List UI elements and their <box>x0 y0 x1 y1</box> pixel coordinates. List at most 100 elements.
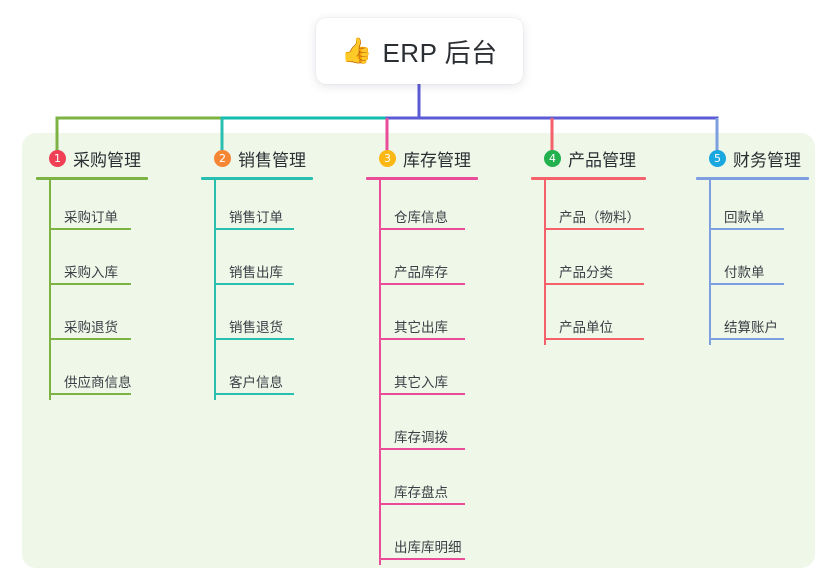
branch-spine <box>214 180 216 400</box>
branch-item-label: 库存调拨 <box>394 430 448 445</box>
branch-item-underline <box>709 338 784 340</box>
branch-item-label: 产品分类 <box>559 265 613 280</box>
branch-item-underline <box>709 228 784 230</box>
branch-title: 库存管理 <box>403 150 471 170</box>
branch-item[interactable]: 其它出库 <box>366 290 506 345</box>
branch-item[interactable]: 销售订单 <box>201 180 341 235</box>
branch-header-5[interactable]: 5 财务管理 <box>696 146 821 170</box>
branch-spine <box>709 180 711 345</box>
branch-item[interactable]: 出库库明细 <box>366 510 506 565</box>
branch-item-underline <box>49 228 131 230</box>
branch-item-underline <box>214 338 294 340</box>
branch-item-label: 销售出库 <box>229 265 283 280</box>
branch-number-badge: 4 <box>544 149 561 167</box>
branch-item-label: 产品（物料） <box>559 210 640 225</box>
branch-underline <box>531 177 646 180</box>
branch-title: 销售管理 <box>238 150 306 170</box>
branch-items: 销售订单销售出库销售退货客户信息 <box>201 180 341 400</box>
root-node[interactable]: 👍 ERP 后台 <box>316 18 523 84</box>
thumbs-up-icon: 👍 <box>341 36 373 65</box>
branch-item[interactable]: 产品单位 <box>531 290 676 345</box>
branch-item-label: 产品单位 <box>559 320 613 335</box>
branch-title: 产品管理 <box>568 150 636 170</box>
branch-item-label: 供应商信息 <box>64 375 132 390</box>
branch-item-label: 付款单 <box>724 265 765 280</box>
branch-item[interactable]: 库存盘点 <box>366 455 506 510</box>
branch-item-label: 回款单 <box>724 210 765 225</box>
branch-item-underline <box>544 228 644 230</box>
branch-number-badge: 5 <box>709 149 726 167</box>
branch-spine <box>49 180 51 400</box>
branch-item[interactable]: 采购退货 <box>36 290 176 345</box>
branch-underline <box>36 177 148 180</box>
branch-item-label: 销售订单 <box>229 210 283 225</box>
branch-header-3[interactable]: 3 库存管理 <box>366 146 506 170</box>
branch-item-label: 采购退货 <box>64 320 118 335</box>
branch-item-underline <box>379 283 465 285</box>
branch-item-underline <box>379 228 465 230</box>
branch-item-underline <box>379 503 465 505</box>
branch-item-underline <box>49 283 131 285</box>
branch-item[interactable]: 采购订单 <box>36 180 176 235</box>
branch-title: 采购管理 <box>73 150 141 170</box>
branch-underline <box>201 177 313 180</box>
branch-item-underline <box>709 283 784 285</box>
branch-item[interactable]: 销售出库 <box>201 235 341 290</box>
branch-item[interactable]: 付款单 <box>696 235 821 290</box>
branch-item-underline <box>214 393 294 395</box>
branch-item-label: 其它入库 <box>394 375 448 390</box>
branch-item-underline <box>544 283 644 285</box>
branch-item-underline <box>49 393 131 395</box>
branch-item[interactable]: 销售退货 <box>201 290 341 345</box>
branch-item[interactable]: 客户信息 <box>201 345 341 400</box>
branch-spine <box>544 180 546 345</box>
branch-item[interactable]: 采购入库 <box>36 235 176 290</box>
branch-items: 采购订单采购入库采购退货供应商信息 <box>36 180 176 400</box>
branch-item-underline <box>379 558 465 560</box>
branch-header-1[interactable]: 1 采购管理 <box>36 146 176 170</box>
branch-item-label: 销售退货 <box>229 320 283 335</box>
branch-column-2: 2 销售管理销售订单销售出库销售退货客户信息 <box>201 146 341 400</box>
branch-spine <box>379 180 381 565</box>
branch-item[interactable]: 结算账户 <box>696 290 821 345</box>
branch-underline <box>366 177 478 180</box>
branch-item-label: 仓库信息 <box>394 210 448 225</box>
branch-title: 财务管理 <box>733 150 801 170</box>
branch-column-3: 3 库存管理仓库信息产品库存其它出库其它入库库存调拨库存盘点出库库明细 <box>366 146 506 565</box>
branch-item[interactable]: 产品（物料） <box>531 180 676 235</box>
branch-item[interactable]: 仓库信息 <box>366 180 506 235</box>
branch-item-label: 产品库存 <box>394 265 448 280</box>
branch-item-underline <box>49 338 131 340</box>
branch-item-underline <box>214 283 294 285</box>
branch-item[interactable]: 库存调拨 <box>366 400 506 455</box>
branch-item-label: 采购入库 <box>64 265 118 280</box>
branch-item-label: 其它出库 <box>394 320 448 335</box>
branch-header-4[interactable]: 4 产品管理 <box>531 146 676 170</box>
branch-item[interactable]: 产品分类 <box>531 235 676 290</box>
branch-item-underline <box>379 393 465 395</box>
branch-item[interactable]: 其它入库 <box>366 345 506 400</box>
branch-item[interactable]: 回款单 <box>696 180 821 235</box>
branch-item[interactable]: 供应商信息 <box>36 345 176 400</box>
branch-number-badge: 2 <box>214 149 231 167</box>
root-title: ERP 后台 <box>382 37 498 68</box>
branch-number-badge: 1 <box>49 149 66 167</box>
branch-item-underline <box>544 338 644 340</box>
branch-item-label: 采购订单 <box>64 210 118 225</box>
branch-item-label: 客户信息 <box>229 375 283 390</box>
branch-item[interactable]: 产品库存 <box>366 235 506 290</box>
branch-item-underline <box>379 448 465 450</box>
branches-panel <box>22 133 815 568</box>
branch-item-label: 出库库明细 <box>394 540 462 555</box>
branch-column-4: 4 产品管理产品（物料） 产品分类产品单位 <box>531 146 676 345</box>
branch-items: 回款单付款单结算账户 <box>696 180 821 345</box>
branch-items: 仓库信息产品库存其它出库其它入库库存调拨库存盘点出库库明细 <box>366 180 506 565</box>
branch-header-2[interactable]: 2 销售管理 <box>201 146 341 170</box>
branch-item-label: 库存盘点 <box>394 485 448 500</box>
branch-underline <box>696 177 809 180</box>
branch-column-5: 5 财务管理回款单付款单结算账户 <box>696 146 821 345</box>
branch-item-underline <box>379 338 465 340</box>
branch-number-badge: 3 <box>379 149 396 167</box>
